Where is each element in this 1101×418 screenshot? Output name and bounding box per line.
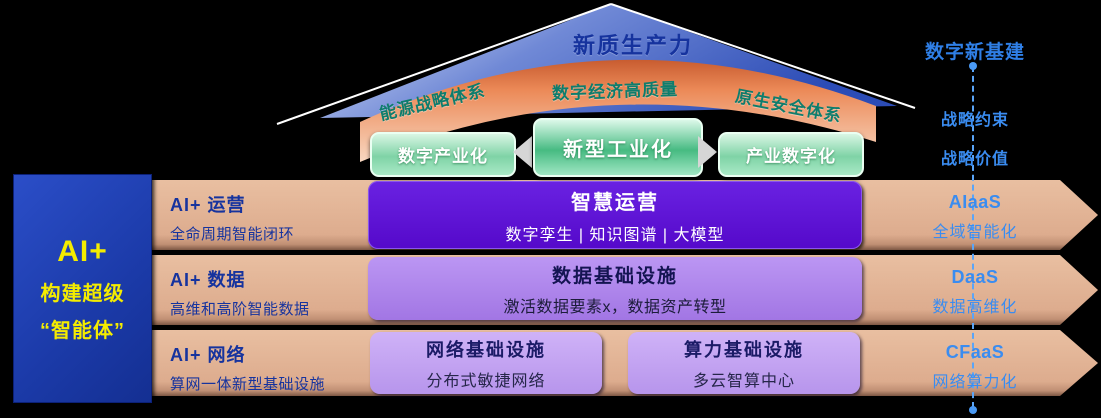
strategy-dashed-line: [972, 66, 974, 408]
row-label-operations: AI+ 运营 全命周期智能闭环: [170, 191, 370, 244]
pyramid-left-edge-line: [276, 3, 612, 125]
strategy-constraint-label: 战略约束: [940, 112, 1009, 129]
ai-agent-panel: AI+ 构建超级 “智能体”: [13, 174, 152, 403]
row-label-network: AI+ 网络 算网一体新型基础设施: [170, 341, 370, 394]
build-super-label: 构建超级: [40, 282, 125, 305]
computing-infrastructure-box: 算力基础设施 多云智算中心: [628, 332, 860, 394]
arrow-left-icon: [513, 136, 532, 168]
network-infrastructure-box: 网络基础设施 分布式敏捷网络: [370, 332, 602, 394]
service-cfaas: CFaaS 网络算力化: [895, 342, 1055, 392]
row-subtitle: 全命周期智能闭环: [170, 226, 295, 243]
service-name: CFaaS: [945, 342, 1005, 362]
pyramid-and-arc-graphic: [276, 3, 916, 162]
dashed-line-bottom-dot: [969, 406, 977, 414]
green-box-digital-industrialization: 数字产业化: [370, 132, 516, 177]
box-title: 算力基础设施: [684, 339, 804, 360]
dashed-line-top-dot: [969, 62, 977, 70]
ai-plus-label: AI+: [57, 234, 108, 268]
smart-operations-box: 智慧运营 数字孪生 | 知识图谱 | 大模型: [368, 181, 862, 249]
box-subtitle: 分布式敏捷网络: [426, 372, 546, 390]
box-title: 数据基础设施: [551, 265, 678, 287]
strategy-value-label: 战略价值: [940, 151, 1009, 168]
band-network: [148, 330, 1098, 396]
box-title: 网络基础设施: [426, 339, 546, 360]
pyramid-title: 新质生产力: [572, 33, 693, 58]
row-subtitle: 高维和高阶智能数据: [170, 301, 310, 318]
green-box-new-industrialization: 新型工业化: [533, 118, 703, 177]
green-box-industry-digitalization: 产业数字化: [718, 132, 864, 177]
box-title: 智慧运营: [571, 191, 659, 214]
arc-ribbon-shape: [360, 59, 876, 162]
service-subtitle: 数据高维化: [932, 299, 1018, 316]
row-title: AI+ 数据: [170, 270, 246, 290]
service-subtitle: 网络算力化: [932, 374, 1018, 391]
box-subtitle: 数字孪生 | 知识图谱 | 大模型: [505, 226, 725, 244]
service-name: AIaaS: [948, 192, 1002, 212]
box-subtitle: 多云智算中心: [692, 372, 795, 390]
intelligent-agent-label: “智能体”: [40, 319, 125, 342]
row-subtitle: 算网一体新型基础设施: [170, 376, 326, 393]
arc-label-digital-economy: 数字经济高质量: [551, 79, 679, 104]
row-label-data: AI+ 数据 高维和高阶智能数据: [170, 266, 370, 319]
pyramid-right-edge-line: [610, 3, 916, 109]
row-title: AI+ 网络: [170, 345, 246, 365]
digital-infrastructure-title: 数字新基建: [924, 42, 1025, 63]
row-title: AI+ 运营: [170, 195, 246, 215]
service-name: DaaS: [951, 267, 999, 287]
service-subtitle: 全域智能化: [932, 224, 1018, 241]
service-aiaas: AIaaS 全域智能化: [895, 192, 1055, 242]
arrow-right-icon: [698, 136, 717, 168]
data-infrastructure-box: 数据基础设施 激活数据要素x，数据资产转型: [368, 257, 862, 320]
service-daas: DaaS 数据高维化: [895, 267, 1055, 317]
box-subtitle: 激活数据要素x，数据资产转型: [503, 298, 727, 316]
